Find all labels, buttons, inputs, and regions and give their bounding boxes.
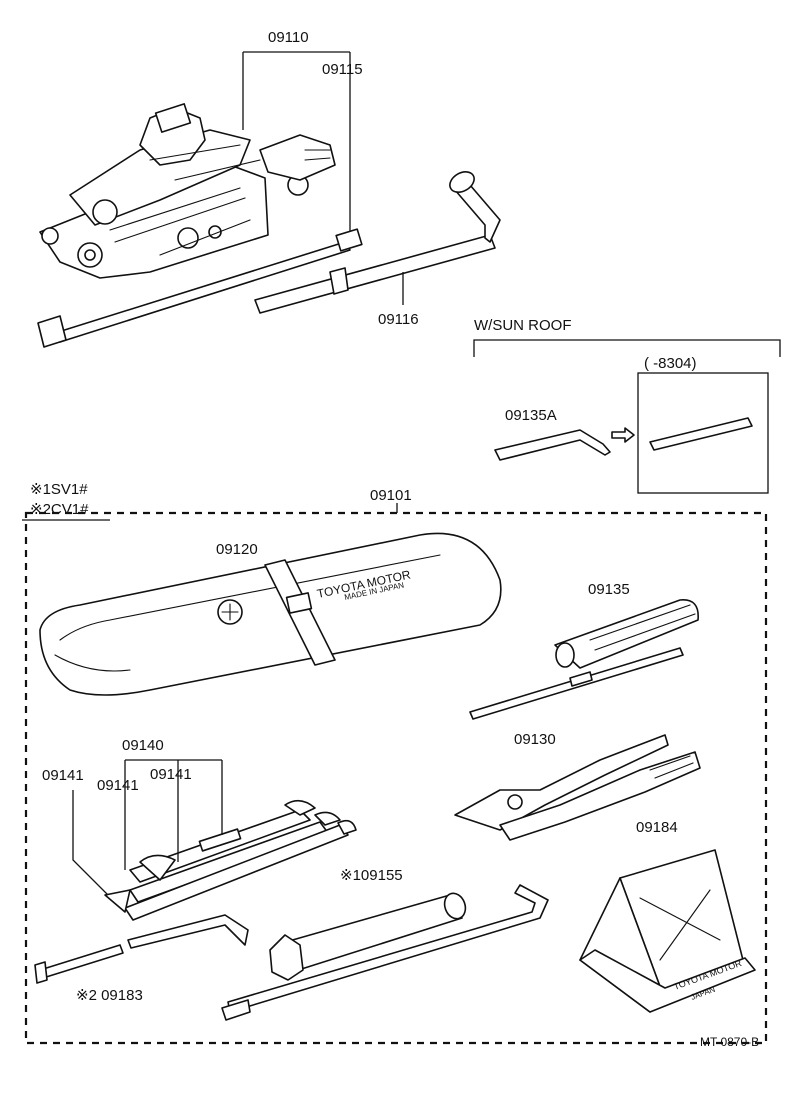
label-sunroof: W/SUN ROOF (474, 317, 572, 334)
label-09141-right: 09141 (150, 766, 192, 783)
pliers-illustration (454, 734, 701, 841)
label-09135A: 09135A (505, 407, 557, 424)
sunroof-section (473, 339, 781, 494)
label-09183: ※2 09183 (76, 987, 143, 1004)
label-09120: 09120 (216, 541, 258, 558)
label-09141-middle: 09141 (97, 777, 139, 794)
wheel-wrench-illustration (254, 171, 501, 314)
box-wrench-illustration (269, 892, 467, 981)
jack-illustration (39, 103, 336, 279)
jack-leaders (242, 51, 404, 305)
wheel-chock-illustration: TOYOTA MOTOR JAPAN (579, 849, 756, 1013)
jack-handle-illustration (37, 228, 363, 348)
label-09130: 09130 (514, 731, 556, 748)
label-09110: 09110 (268, 29, 309, 46)
tool-kit-boundary (24, 511, 768, 1045)
label-09135: 09135 (588, 581, 630, 598)
tool-bag-illustration: TOYOTA MOTOR MADE IN JAPAN (39, 532, 502, 696)
wrench-set-illustration (104, 799, 357, 921)
tire-lever-illustration (34, 914, 249, 984)
label-09140: 09140 (122, 737, 164, 754)
label-09116: 09116 (378, 311, 419, 328)
note-cv1: ※2CV1# (30, 501, 89, 518)
label-range: ( -8304) (644, 355, 697, 372)
label-09101: 09101 (370, 487, 412, 504)
label-09115: 09115 (322, 61, 363, 78)
extension-bar-illustration (221, 884, 549, 1021)
diagram-code: MT 0870-B (700, 1035, 759, 1049)
screwdriver-illustration (469, 599, 699, 720)
label-09184: 09184 (636, 819, 678, 836)
label-09141-left: 09141 (42, 767, 84, 784)
label-09155: ※109155 (340, 867, 403, 884)
note-sv1: ※1SV1# (30, 481, 88, 498)
wrench-leaders (72, 759, 223, 896)
